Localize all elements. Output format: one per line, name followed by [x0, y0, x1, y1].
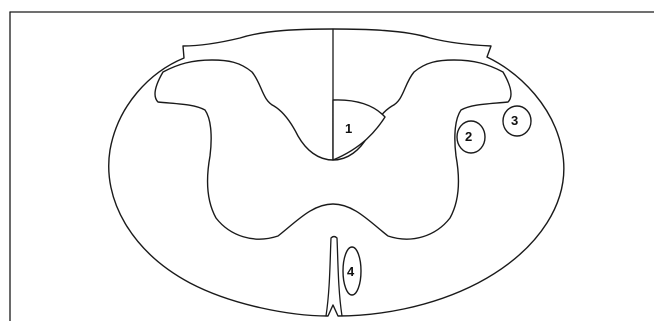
region-1-label: 1: [345, 121, 352, 136]
region-2-label: 2: [465, 129, 472, 144]
region-4-label: 4: [347, 264, 355, 279]
region-3-label: 3: [511, 113, 518, 128]
